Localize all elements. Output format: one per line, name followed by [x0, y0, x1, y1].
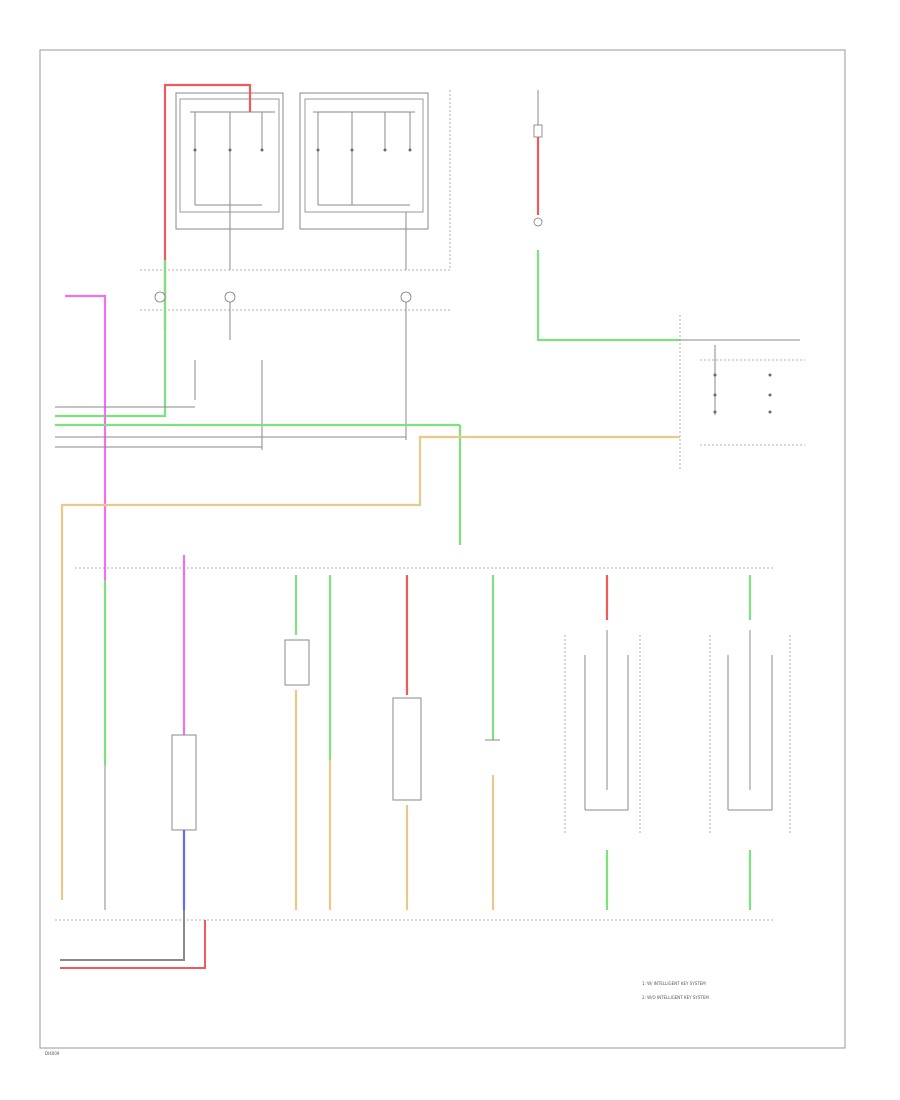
- green-wire-left-bus: [55, 330, 167, 418]
- note-1: 1: W/ INTELLIGENT KEY SYSTEM: [642, 981, 706, 986]
- lower-columns: [103, 555, 773, 910]
- footer-code: DI4009: [45, 1051, 60, 1056]
- combination-switch: [140, 90, 451, 311]
- bottom-red-wire: [60, 920, 206, 969]
- bottom-gray-wire: [60, 910, 185, 961]
- note-2: 2: W/O INTELLIGENT KEY SYSTEM: [642, 995, 709, 1000]
- right-module: [679, 315, 805, 470]
- connector-row-top: [154, 291, 412, 450]
- fuse-top-right: [533, 90, 800, 342]
- tan-wire: [60, 435, 680, 900]
- pink-wire: [65, 294, 107, 580]
- diagram-frame: [39, 49, 846, 1049]
- red-wire-top: [163, 83, 252, 330]
